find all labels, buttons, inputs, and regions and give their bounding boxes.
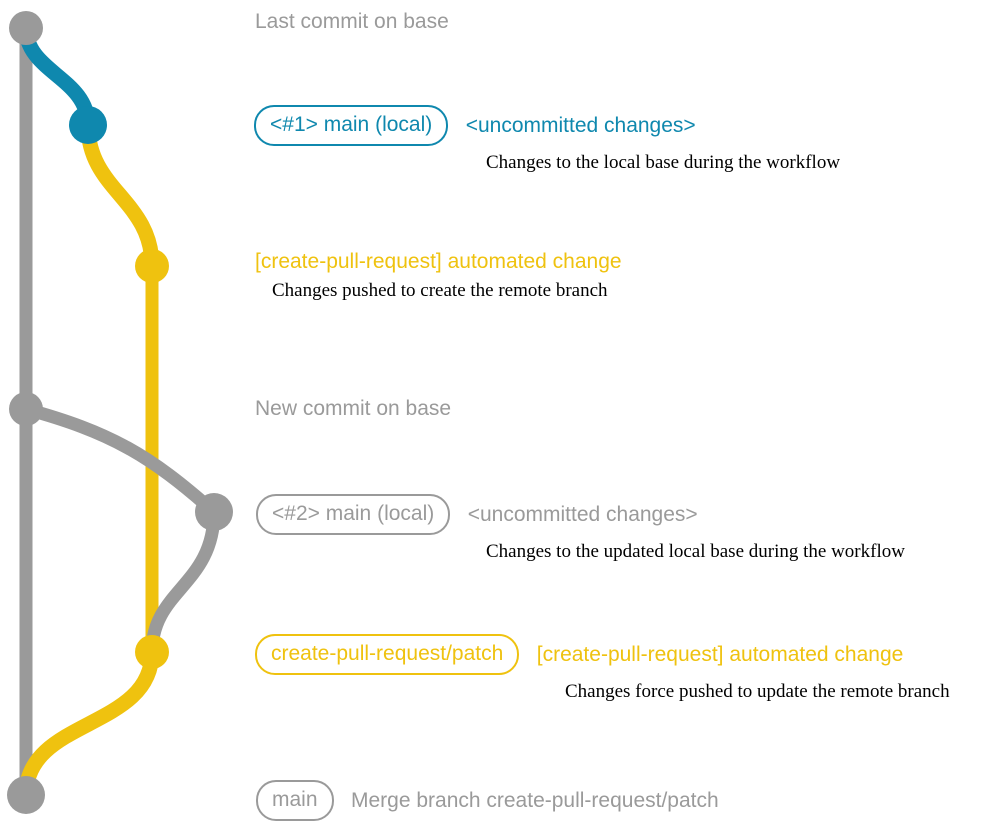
row-automated-change-2: create-pull-request/patch [create-pull-r…	[255, 634, 950, 703]
branch-badge-main[interactable]: main	[256, 780, 334, 821]
commit-subject-automated-change-2: [create-pull-request] automated change	[536, 642, 904, 666]
commit-subject-new-commit-on-base: New commit on base	[255, 397, 452, 420]
row-local-commit-2: <#2> main (local) <uncommitted changes> …	[256, 494, 905, 563]
edge-local-2-to-patch-2	[145, 505, 221, 659]
edge-local-1-to-patch-1	[80, 117, 160, 274]
node-local-commit-1[interactable]	[69, 106, 107, 144]
commit-subject-uncommitted-changes-1: <uncommitted changes>	[465, 113, 696, 137]
branch-badge-main-local-1[interactable]: <#1> main (local)	[254, 105, 449, 146]
node-automated-patch-commit-2[interactable]	[135, 635, 169, 669]
node-new-commit-on-base[interactable]	[9, 392, 43, 426]
commit-note-force-push-remote-branch: Changes force pushed to update the remot…	[565, 681, 950, 702]
row-automated-change-1: [create-pull-request] automated change C…	[255, 250, 622, 302]
commit-subject-automated-change-1: [create-pull-request] automated change	[255, 250, 622, 273]
commit-note-local-base-changes: Changes to the local base during the wor…	[486, 152, 841, 173]
node-automated-patch-commit-1[interactable]	[135, 249, 169, 283]
row-local-commit-1: <#1> main (local) <uncommitted changes> …	[254, 105, 840, 174]
edge-patch-to-merge	[18, 644, 160, 803]
row-new-commit-on-base: New commit on base	[255, 397, 451, 421]
commit-subject-last-commit-on-base: Last commit on base	[255, 10, 449, 33]
node-last-commit-on-base[interactable]	[9, 11, 43, 45]
commit-note-updated-local-base-changes: Changes to the updated local base during…	[486, 541, 905, 562]
commit-subject-uncommitted-changes-2: <uncommitted changes>	[467, 502, 698, 526]
commit-subject-merge-branch: Merge branch create-pull-request/patch	[350, 788, 719, 812]
commit-note-create-remote-branch: Changes pushed to create the remote bran…	[272, 280, 608, 301]
edge-base-to-local-2	[19, 402, 221, 519]
branch-badge-main-local-2[interactable]: <#2> main (local)	[256, 494, 451, 535]
node-local-commit-2[interactable]	[195, 493, 233, 531]
row-last-commit-on-base: Last commit on base	[255, 10, 449, 34]
node-merge-commit-main[interactable]	[7, 776, 45, 814]
branch-badge-create-pull-request-patch[interactable]: create-pull-request/patch	[255, 634, 520, 675]
row-merge-commit: main Merge branch create-pull-request/pa…	[256, 780, 719, 821]
